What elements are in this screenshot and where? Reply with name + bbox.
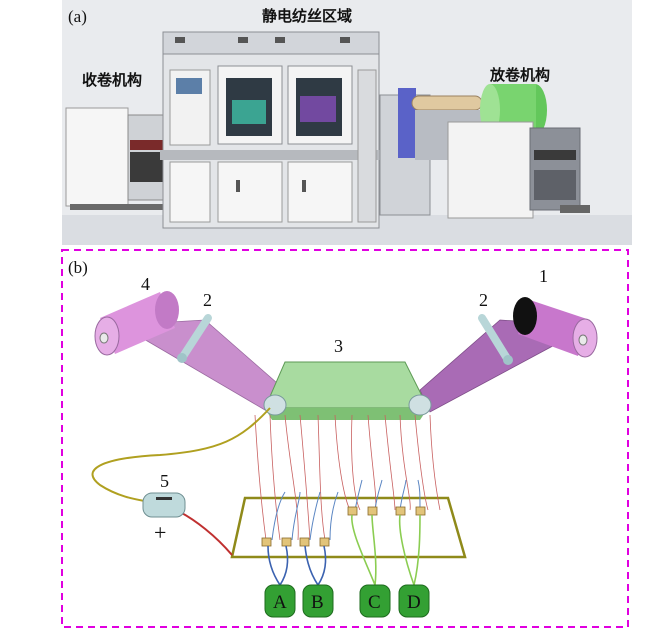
pod-label-a: A bbox=[273, 592, 287, 613]
pod-label-b: B bbox=[311, 592, 324, 613]
ground-wire bbox=[91, 407, 271, 503]
caption-rewind-mechanism: 收卷机构 bbox=[82, 71, 142, 89]
dashed-border bbox=[61, 249, 629, 628]
title-electrospinning-zone: 静电纺丝区域 bbox=[262, 7, 352, 25]
label-1: 1 bbox=[539, 266, 548, 286]
plus-sign: + bbox=[154, 520, 166, 545]
pod-label-d: D bbox=[407, 592, 421, 613]
label-2-right: 2 bbox=[479, 290, 488, 310]
panel-b: (b) bbox=[61, 249, 629, 628]
supply-tubes bbox=[267, 514, 421, 586]
solution-pod-a: A bbox=[264, 584, 296, 618]
feed-lines bbox=[271, 479, 421, 541]
spinning-enclosure bbox=[160, 31, 386, 229]
panel-a-label: (a) bbox=[68, 7, 87, 26]
collector-3 bbox=[263, 361, 432, 420]
solution-pod-c: C bbox=[359, 584, 391, 618]
supply-roller-1 bbox=[513, 297, 598, 358]
power-supply-5 bbox=[142, 492, 186, 518]
solution-pod-b: B bbox=[302, 584, 334, 618]
panel-a: (a) 静电纺丝区域 收卷机构 放卷机构 bbox=[62, 0, 632, 245]
label-3: 3 bbox=[334, 336, 343, 356]
solution-pod-d: D bbox=[398, 584, 430, 618]
fiber-jets bbox=[254, 414, 441, 541]
label-2-left: 2 bbox=[203, 290, 212, 310]
label-4: 4 bbox=[141, 274, 150, 294]
guide-roller-2-left bbox=[177, 314, 212, 363]
panel-b-label: (b) bbox=[68, 258, 88, 277]
pod-label-c: C bbox=[368, 592, 381, 613]
guide-roller-2-right bbox=[478, 314, 513, 365]
rewind-machine bbox=[65, 107, 169, 210]
unwind-machine bbox=[379, 84, 590, 219]
high-voltage-wire bbox=[179, 511, 233, 556]
spinneret-frame bbox=[230, 496, 467, 559]
label-5: 5 bbox=[160, 471, 169, 491]
take-up-roller-4 bbox=[94, 291, 179, 356]
caption-unwind-mechanism: 放卷机构 bbox=[489, 66, 550, 84]
